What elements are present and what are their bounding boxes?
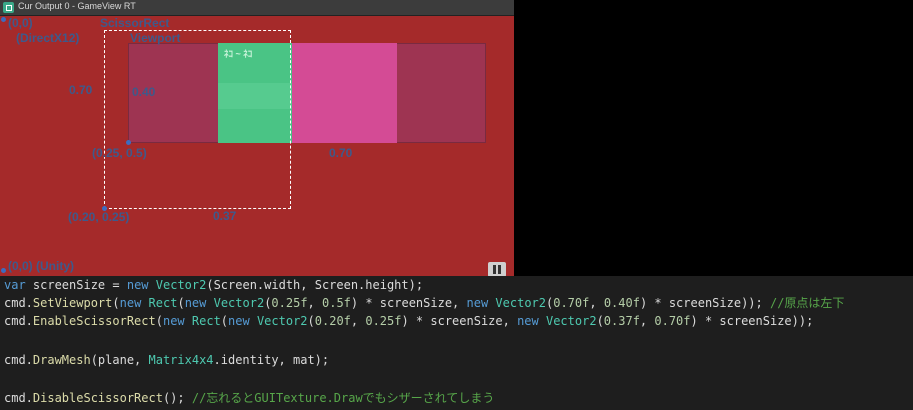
token-text (149, 278, 156, 292)
token-number: 0.25f (271, 296, 308, 310)
token-number: 0.70f (654, 314, 691, 328)
token-text: ( (596, 314, 604, 328)
token-number: 0.20f (314, 314, 351, 328)
token-method: DisableScissorRect (32, 391, 163, 405)
token-text (539, 314, 546, 328)
token-type: Vector2 (545, 314, 597, 328)
code-line-4: cmd.DrawMesh(plane, Matrix4x4.identity, … (4, 351, 329, 369)
token-keyword: new (466, 296, 489, 310)
token-keyword: new (517, 314, 539, 328)
token-type: Vector2 (155, 278, 207, 292)
label-viewport-origin: (0.25, 0.5) (92, 146, 147, 160)
window-title: Cur Output 0 - GameView RT (18, 1, 136, 11)
token-type: Vector2 (495, 296, 546, 310)
label-viewport: Viewport (130, 31, 181, 45)
token-keyword: new (184, 296, 207, 310)
token-text: ( (220, 314, 229, 328)
origin-unity-marker (1, 268, 6, 273)
token-keyword: new (119, 296, 142, 310)
token-text: ( (155, 314, 163, 328)
mesh-texture-text: ﾈｺ ~ ﾈｺ (224, 49, 253, 59)
token-text: ) * screenSize, (350, 296, 467, 310)
viewport-origin-marker (126, 140, 131, 145)
token-type: Vector2 (256, 314, 308, 328)
code-editor[interactable]: var screenSize = new Vector2(Screen.widt… (0, 276, 913, 410)
token-text: cmd. (4, 314, 33, 328)
label-viewport-width: 0.70 (329, 146, 353, 160)
token-text: ( (546, 296, 554, 310)
scissor-origin-marker (102, 206, 107, 211)
token-method: SetViewport (32, 296, 113, 310)
label-viewport-height: 0.70 (69, 83, 93, 97)
code-line-3: cmd.EnableScissorRect(new Rect(new Vecto… (4, 312, 813, 330)
token-type: Matrix4x4 (148, 353, 214, 367)
token-keyword: new (228, 314, 250, 328)
token-comment: //忘れるとGUITexture.Drawでもシザーされてしまう (191, 391, 495, 405)
token-text: .identity, mat); (213, 353, 330, 367)
token-number: 0.25f (365, 314, 402, 328)
token-text: (Screen.width, Screen.height); (206, 278, 424, 292)
scissor-rect-outline (104, 30, 291, 209)
scissored-mesh: ﾈｺ ~ ﾈｺ (218, 43, 292, 143)
gameview-window: Cur Output 0 - GameView RT ﾈｺ ~ ﾈｺ (0,0)… (0, 0, 514, 276)
token-keyword: var (4, 278, 26, 292)
token-text: (); (162, 391, 192, 405)
window-titlebar[interactable]: Cur Output 0 - GameView RT (0, 0, 514, 16)
token-text: ) * screenSize)); (639, 296, 770, 310)
token-text: cmd. (4, 296, 33, 310)
token-text: ( (177, 296, 185, 310)
token-text (141, 296, 148, 310)
token-number: 0.40f (603, 296, 640, 310)
label-scissor-origin: (0.20, 0.25) (68, 210, 130, 224)
pause-button[interactable] (488, 262, 506, 276)
code-line-1: var screenSize = new Vector2(Screen.widt… (4, 276, 423, 294)
token-text: ) * screenSize, (401, 314, 518, 328)
label-origin-dx: (0,0) (8, 16, 33, 30)
token-text: , (639, 314, 655, 328)
token-type: Vector2 (213, 296, 265, 310)
token-text: , (589, 296, 604, 310)
token-number: 0.70f (553, 296, 590, 310)
token-text: ( (264, 296, 272, 310)
token-number: 0.37f (603, 314, 640, 328)
token-method: DrawMesh (32, 353, 91, 367)
token-text: ( (307, 314, 315, 328)
label-origin-unity: (0,0) (Unity) (8, 259, 74, 273)
render-canvas: ﾈｺ ~ ﾈｺ (0,0) (DirectX12) ScissorRect Vi… (0, 16, 514, 276)
window-icon (3, 2, 14, 13)
token-text (185, 314, 192, 328)
token-number: 0.5f (322, 296, 351, 310)
token-method: EnableScissorRect (32, 314, 156, 328)
token-text: ) * screenSize)); (690, 314, 814, 328)
token-text: screenSize = (25, 278, 127, 292)
code-line-5: cmd.DisableScissorRect(); //忘れるとGUITextu… (4, 389, 494, 407)
token-text (206, 296, 213, 310)
label-directx12: (DirectX12) (16, 31, 80, 45)
token-text: cmd. (4, 391, 33, 405)
code-line-2: cmd.SetViewport(new Rect(new Vector2(0.2… (4, 294, 844, 312)
origin-dx-marker (1, 17, 6, 22)
label-scissor-rect: ScissorRect (100, 16, 170, 30)
token-keyword: new (126, 278, 149, 292)
token-keyword: new (162, 314, 185, 328)
mesh-texture-stripe (218, 83, 292, 109)
token-comment: //原点は左下 (769, 296, 845, 310)
token-text: , (350, 314, 366, 328)
viewport-highlight (292, 43, 397, 143)
label-scissor-width: 0.37 (213, 209, 237, 223)
token-type: Rect (191, 314, 221, 328)
token-text: ( (112, 296, 120, 310)
token-text (250, 314, 257, 328)
token-text: cmd. (4, 353, 33, 367)
label-scissor-height: 0.40 (132, 85, 156, 99)
token-type: Rect (148, 296, 178, 310)
token-text: (plane, (90, 353, 149, 367)
token-text: , (307, 296, 322, 310)
